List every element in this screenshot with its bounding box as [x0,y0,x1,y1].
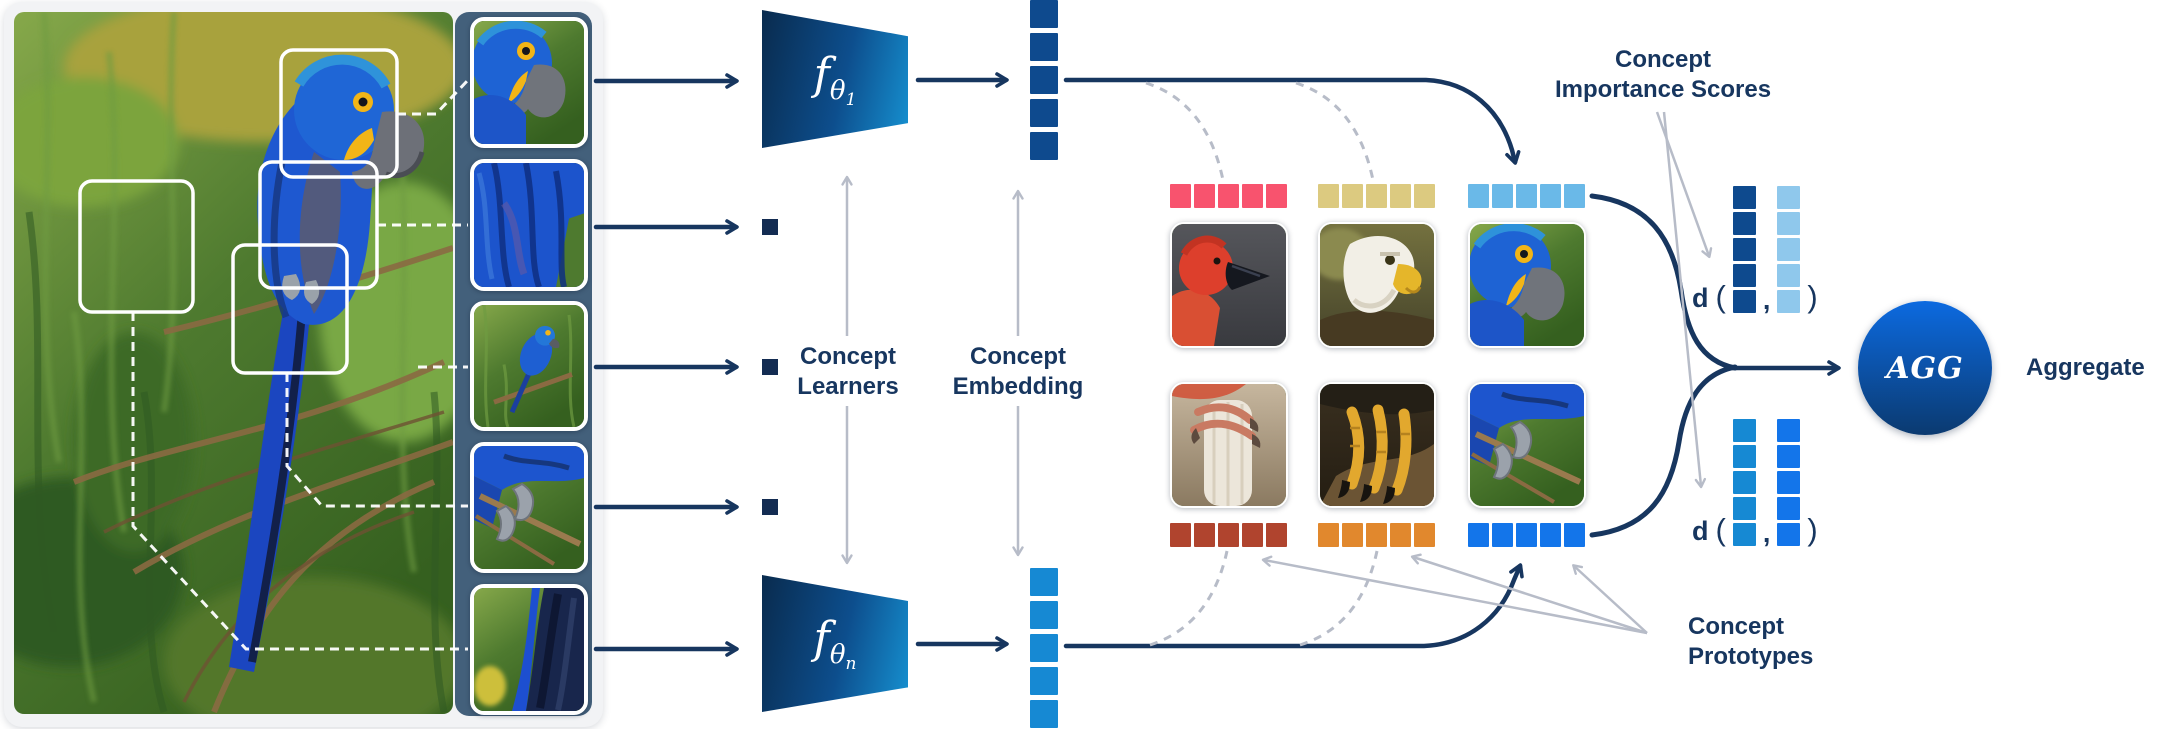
prototype-image-eagle-talons [1318,382,1436,508]
arrow-embedding-to-importance-bottom [1063,563,1524,649]
prototype-image-blue-macaw-head [1468,222,1586,348]
aggregate-label: Aggregate [2026,354,2145,381]
close-paren: ) [1807,279,1818,314]
distance-symbol: d [1692,283,1709,313]
concept-embedding-label: Concept Embedding [952,343,1084,400]
importance-strip-blue-macaw-head [1468,184,1585,208]
prototype-image-bald-eagle-head [1318,222,1436,348]
distance-top-prototype-column [1777,186,1801,313]
distance-top-embedding-column [1732,186,1756,313]
distance-bottom-prototype-column [1777,419,1801,546]
aggregation-node: AGG [1858,301,1992,435]
encoder-fn-label: fθn [813,613,857,674]
distance-expression-top: d ( , ) [1692,183,1818,315]
input-image-macaw [14,12,453,714]
patch-tail [470,584,588,715]
patch-talons [470,442,588,573]
concept-prototypes-label: Concept Prototypes [1688,613,1814,670]
distance-expression-bottom: d ( , ) [1692,416,1818,548]
patch-head [470,17,588,148]
arrow-prototypes-label-1 [1261,555,1648,635]
importance-strip-red-bird-head [1170,184,1287,208]
dashed-concept-links [1145,81,1379,647]
prototype-image-blue-macaw-talons [1468,382,1586,508]
close-paren: ) [1807,512,1818,547]
arrow-prototypes-label-2 [1410,553,1648,635]
embedding-column-top [1030,0,1058,160]
arrow-embedding-to-importance-top [1063,77,1521,165]
prototype-strip-eagle-talons [1318,523,1435,547]
patch-wing [470,159,588,291]
prototype-strip-red-bird-talons [1170,523,1287,547]
encoder-f-theta-1: fθ1 [762,10,908,148]
encoder-ellipsis-dot [762,219,778,235]
prototype-strip-blue-macaw-talons [1468,523,1585,547]
open-paren: ( [1715,279,1726,314]
macaw-photo-art [14,12,453,714]
prototype-image-red-bird-head [1170,222,1288,348]
encoder-ellipsis-dot [762,499,778,515]
importance-strip-bald-eagle-head [1318,184,1435,208]
prototype-image-red-bird-talons [1170,382,1288,508]
comma: , [1762,285,1771,315]
agg-label: AGG [1886,350,1964,386]
open-paren: ( [1715,512,1726,547]
distance-bottom-embedding-column [1732,419,1756,546]
arrow-prototypes-label-3 [1572,564,1648,634]
concept-importance-scores-label: Concept Importance Scores [1554,46,1772,103]
patch-full-bird [470,301,588,431]
comma: , [1762,518,1771,548]
encoder-f1-label: fθ1 [813,48,857,110]
concept-learners-label: Concept Learners [797,343,899,400]
embedding-column-bottom [1030,568,1058,728]
encoder-f-theta-n: fθn [762,575,908,712]
encoder-ellipsis-dot [762,359,778,375]
distance-symbol: d [1692,516,1709,546]
